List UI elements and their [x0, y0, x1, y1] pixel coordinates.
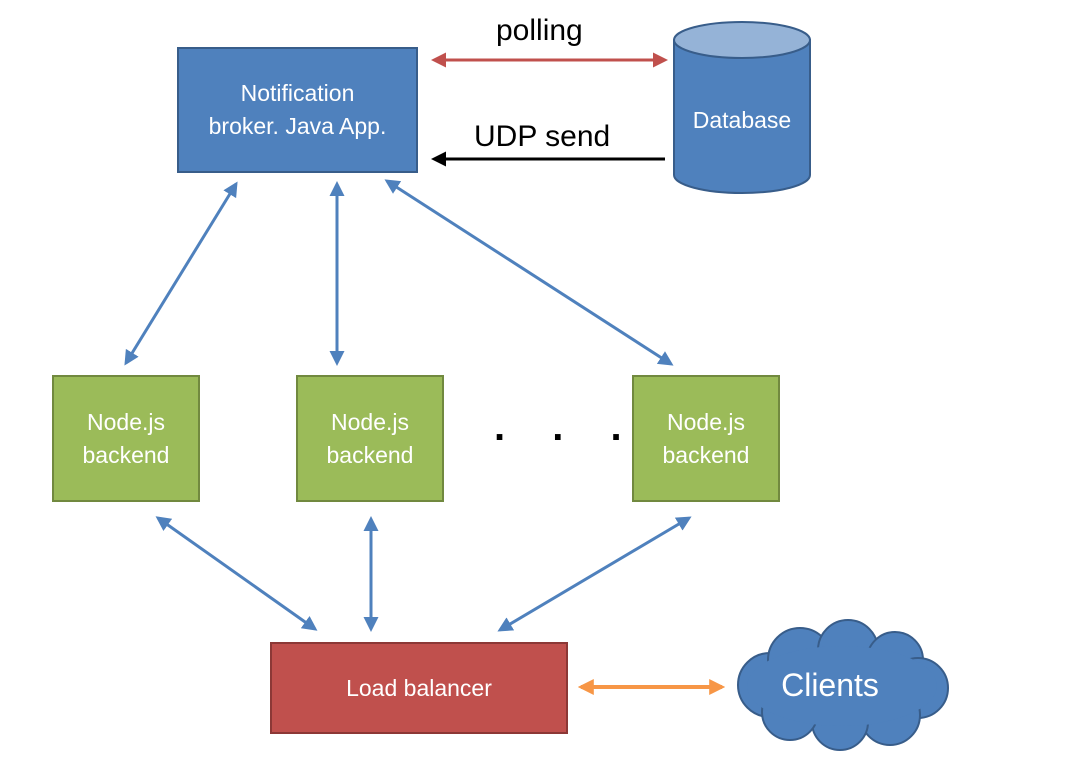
backend-1-lb-arrow	[155, 516, 318, 631]
more-backends-ellipsis: . . .	[494, 405, 640, 449]
backend-node-3: Node.js backend	[632, 375, 780, 502]
clients-label: Clients	[781, 666, 879, 703]
udp-send-label: UDP send	[474, 120, 611, 153]
broker-backend-1-arrow	[124, 181, 238, 366]
broker-node: Notification broker. Java App.	[177, 47, 418, 173]
database-cylinder	[673, 21, 811, 194]
database-label: Database	[692, 106, 792, 133]
clients-cloud-fill	[747, 646, 937, 726]
backend-node-2: Node.js backend	[296, 375, 444, 502]
backend-3-lb-arrow	[497, 516, 692, 632]
load-balancer-node: Load balancer	[270, 642, 568, 734]
backend-node-1: Node.js backend	[52, 375, 200, 502]
polling-label: polling	[496, 14, 583, 47]
broker-backend-3-arrow	[384, 179, 674, 366]
